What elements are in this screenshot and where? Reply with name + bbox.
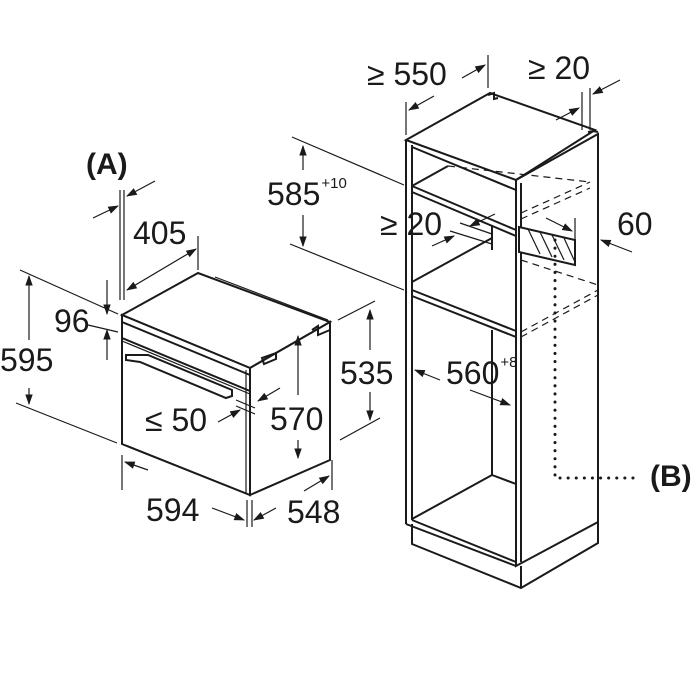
dim-550-arrow-right [461,64,486,79]
oven-top-ridge [214,276,329,321]
oven-depth-label: 548 [287,494,341,530]
cabinet-bottom-shelf-left [411,474,493,520]
cabinet-top [403,91,598,182]
dim-50-ext-1 [235,399,256,409]
dim-60-arrow-left [545,217,573,232]
dim-405-line [126,248,197,291]
cabinet-top-lip-right [587,129,599,133]
oven-control-panel-height-label: 96 [54,303,90,339]
vent-hatch [527,228,541,255]
hidden-line [520,259,599,286]
dim-60-arrow-right [599,239,633,253]
dim-a-arrow-right [126,180,156,197]
dim-20-shelf-ext-1 [449,230,493,245]
oven-control-panel-top [121,321,251,376]
oven-inner-height-label: 570 [270,401,324,437]
cabinet-bottom-front [405,523,517,567]
dim-585-ext-top [291,136,405,186]
vent-hatch [539,231,553,258]
dim-595-ext-bottom [15,402,118,444]
cabinet-oven-shelf-left [411,237,493,283]
oven-rear-notch [311,324,331,337]
dim-560-arrow-right [469,389,512,406]
cabinet-niche-width-label: 560+8 [446,354,518,391]
dim-560-arrow-left [413,369,441,381]
dim-20-shelf-ext-2 [459,222,493,235]
oven-door-top-edge [121,340,251,395]
dim-50-ext-2 [235,405,256,415]
cabinet-top-frame-inner [411,146,517,191]
dim-a-arrow-left [92,205,119,219]
dim-535-ext-bottom [339,417,381,441]
oven-body [119,271,333,497]
dim-585-ext-bottom [289,243,405,291]
cabinet-right-side [515,132,599,568]
oven-dimensions [15,180,381,527]
oven-door-handle[interactable] [125,354,233,400]
cabinet-top-lip [487,91,499,101]
cabinet-back-gap-label: ≥ 20 [528,50,591,86]
niche-height-tolerance: +10 [321,175,347,192]
dim-594-arrow-right [211,507,246,521]
dim-20-shelf-arrow-left [431,235,455,247]
cabinet-oven-shelf-front-2 [411,295,517,338]
hidden-line [520,294,599,338]
cabinet-dimensions [289,55,633,406]
cabinet-upper-shelf-back [411,191,517,237]
cabinet-upper-shelf-left [411,165,449,187]
oven-door-gap-label: ≤ 50 [145,402,208,438]
cabinet-bottom-shelf-back [491,474,517,485]
dim-595-ext-top [19,269,119,315]
cabinet-upper-shelf-front [411,185,517,231]
hidden-line [520,289,599,333]
cabinet-niche-height-label: 585+10 [267,175,347,212]
oven-side-cutout [260,351,277,366]
cabinet-oven-shelf-front [411,289,517,332]
dim-50-arrow-left [217,409,241,423]
cabinet-body [403,91,642,590]
dim-20-top-arrow-left [555,107,580,121]
dim-548-arrow-right [303,475,330,492]
cabinet-vent-depth-label: 60 [617,206,653,242]
callout-a-label: (A) [86,148,128,181]
oven-width-label: 594 [146,492,200,528]
dim-594-arrow-left [123,461,149,471]
oven-side-height-label: 535 [340,355,394,391]
cabinet-bottom-front-2 [411,519,517,563]
niche-width-tolerance: +8 [500,354,518,371]
cabinet-min-depth-label: ≥ 550 [367,56,447,92]
oven-total-height-label: 595 [0,342,54,378]
dim-535-ext-top [337,300,376,321]
oven-depth-panel-label: 405 [133,215,187,251]
hidden-line [520,187,591,220]
niche-width-value: 560 [446,355,500,391]
vent-hatch [563,237,576,263]
dim-20-shelf-arrow-right [469,213,496,227]
niche-height-value: 585 [267,176,321,212]
dim-550-arrow-left [408,95,435,111]
hidden-line [520,181,591,214]
dim-50-arrow-right [257,387,281,402]
dim-20-top-arrow-right [592,79,621,95]
oven-control-panel-bottom [121,337,251,392]
callout-b-label: (B) [650,460,692,493]
cabinet-shelf-gap-label: ≥ 20 [380,206,443,242]
dim-548-arrow-left [253,507,277,521]
dim-96-ext [87,324,119,333]
